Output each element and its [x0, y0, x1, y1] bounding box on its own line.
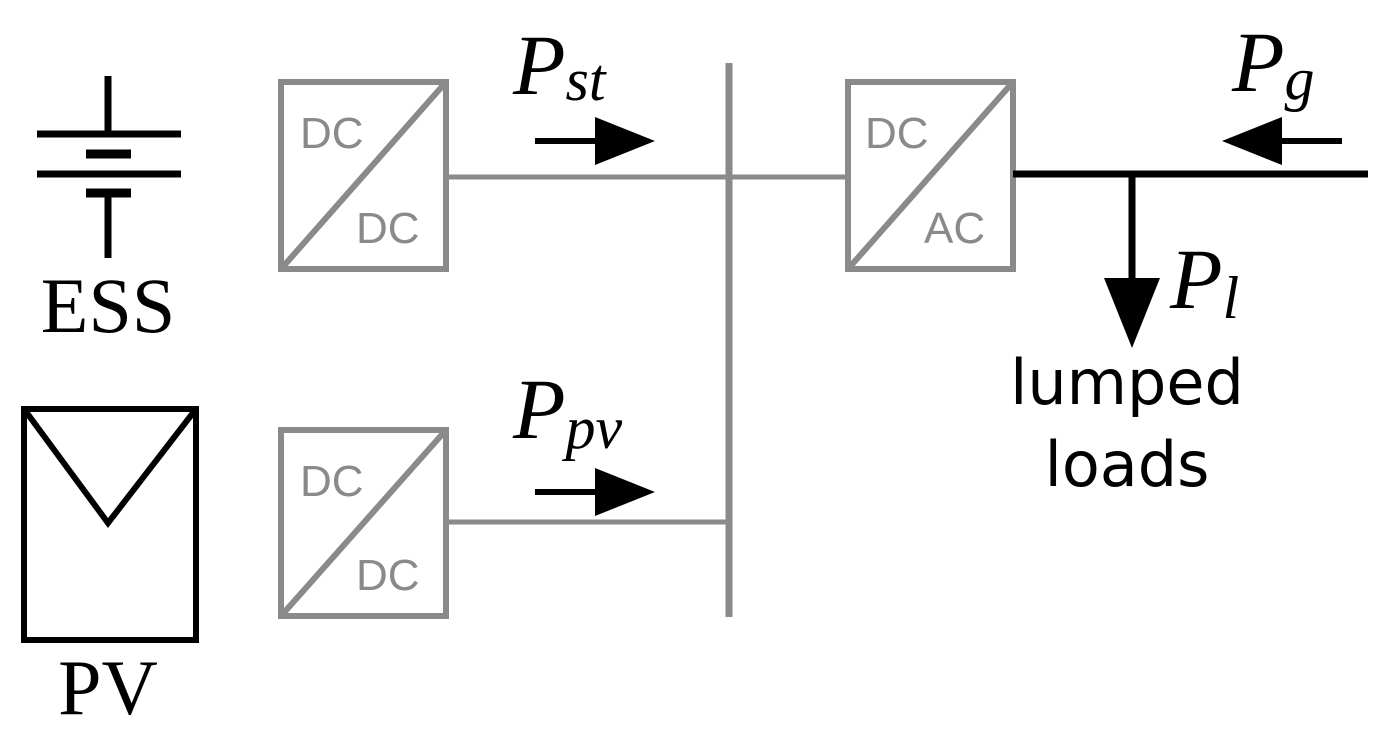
load-power-label: Pl [1169, 231, 1239, 331]
lumped-loads-line-1: lumped [1010, 346, 1244, 419]
inverter-output-label: AC [924, 204, 985, 253]
grid-power-label: Pg [1231, 14, 1315, 112]
load-power-symbol: P [1169, 231, 1223, 327]
storage-power-label: Pst [512, 17, 607, 113]
pv-power-subscript: pv [562, 395, 623, 461]
grid-power-subscript: g [1285, 46, 1315, 112]
ess-dcdc-converter: DC DC [278, 79, 449, 272]
pv-converter-input-label: DC [300, 457, 364, 506]
ess-converter-input-label: DC [300, 109, 364, 158]
solar-panel-icon [21, 406, 199, 643]
pv-converter-output-label: DC [356, 551, 420, 600]
pv-power-label: Ppv [512, 361, 623, 461]
inverter-input-label: DC [865, 109, 929, 158]
storage-power-subscript: st [566, 47, 607, 113]
ess-converter-output-label: DC [356, 204, 420, 253]
pv-dcdc-converter: DC DC [278, 427, 449, 619]
lumped-loads-line-2: loads [1045, 428, 1210, 501]
ess-label: ESS [41, 262, 175, 349]
pv-label: PV [58, 644, 158, 731]
grid-power-symbol: P [1231, 14, 1285, 110]
grid-dcac-inverter: DC AC [845, 79, 1016, 272]
load-power-subscript: l [1223, 265, 1240, 331]
battery-icon [37, 76, 181, 258]
pv-power-symbol: P [512, 361, 566, 457]
storage-power-symbol: P [512, 17, 566, 113]
